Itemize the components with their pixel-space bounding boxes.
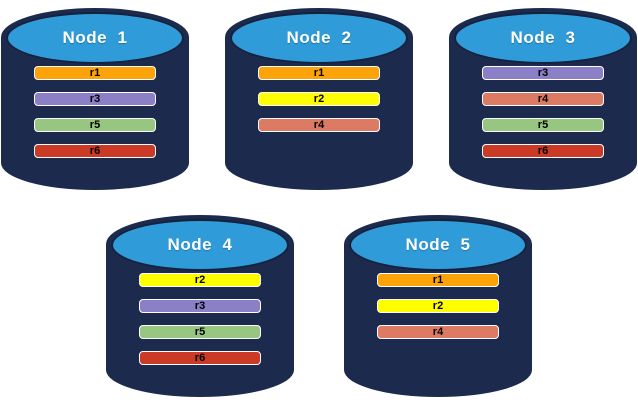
replica-label: r6 (537, 144, 549, 157)
replica-bar: r4 (258, 118, 380, 132)
cylinder-cap: Node 2 (230, 12, 408, 64)
replica-label: r2 (313, 92, 325, 105)
cylinder-cap: Node 4 (111, 219, 289, 271)
replica-bar: r1 (258, 66, 380, 80)
replica-label: r1 (89, 66, 101, 79)
replica-bar: r3 (482, 66, 604, 80)
replica-bar: r4 (482, 92, 604, 106)
replica-bar: r6 (34, 144, 156, 158)
replica-bar: r4 (377, 325, 499, 339)
replica-bar: r3 (34, 92, 156, 106)
database-node: Node 5 r1 r2 r4 (344, 215, 532, 397)
database-node: Node 4 r2 r3 r5 r6 (106, 215, 294, 397)
replica-label: r5 (194, 325, 206, 338)
replica-list: r3 r4 r5 r6 (482, 66, 604, 158)
replica-label: r3 (194, 299, 206, 312)
replica-bar: r6 (139, 351, 261, 365)
replica-label: r1 (432, 273, 444, 286)
replica-list: r1 r2 r4 (377, 273, 499, 339)
replica-bar: r2 (377, 299, 499, 313)
replica-label: r4 (537, 92, 549, 105)
replica-label: r4 (313, 118, 325, 131)
replica-bar: r3 (139, 299, 261, 313)
replica-label: r3 (89, 92, 101, 105)
replica-label: r5 (537, 118, 549, 131)
replica-list: r1 r3 r5 r6 (34, 66, 156, 158)
replica-label: r3 (537, 66, 549, 79)
node-title: Node 3 (510, 28, 576, 47)
node-title: Node 5 (405, 235, 471, 254)
node-title: Node 4 (167, 235, 233, 254)
replica-label: r5 (89, 118, 101, 131)
replica-label: r4 (432, 325, 444, 338)
replica-bar: r5 (34, 118, 156, 132)
node-title: Node 1 (62, 28, 128, 47)
database-node: Node 3 r3 r4 r5 r6 (449, 8, 637, 190)
node-title: Node 2 (286, 28, 352, 47)
database-node: Node 1 r1 r3 r5 r6 (1, 8, 189, 190)
node-row-top: Node 1 r1 r3 r5 r6 Node 2 r1 r2 r4 (0, 0, 638, 190)
replica-list: r1 r2 r4 (258, 66, 380, 132)
replica-label: r2 (432, 299, 444, 312)
replica-label: r2 (194, 273, 206, 286)
cylinder-cap: Node 5 (349, 219, 527, 271)
replica-label: r6 (89, 144, 101, 157)
node-row-bottom: Node 4 r2 r3 r5 r6 Node 5 r1 r2 r4 (0, 190, 638, 397)
replica-list: r2 r3 r5 r6 (139, 273, 261, 365)
replica-bar: r5 (482, 118, 604, 132)
replica-bar: r2 (139, 273, 261, 287)
cylinder-cap: Node 3 (454, 12, 632, 64)
replica-bar: r1 (377, 273, 499, 287)
replica-bar: r2 (258, 92, 380, 106)
replica-label: r1 (313, 66, 325, 79)
database-node: Node 2 r1 r2 r4 (225, 8, 413, 190)
replica-label: r6 (194, 351, 206, 364)
replica-bar: r5 (139, 325, 261, 339)
cylinder-cap: Node 1 (6, 12, 184, 64)
replica-bar: r6 (482, 144, 604, 158)
replica-bar: r1 (34, 66, 156, 80)
